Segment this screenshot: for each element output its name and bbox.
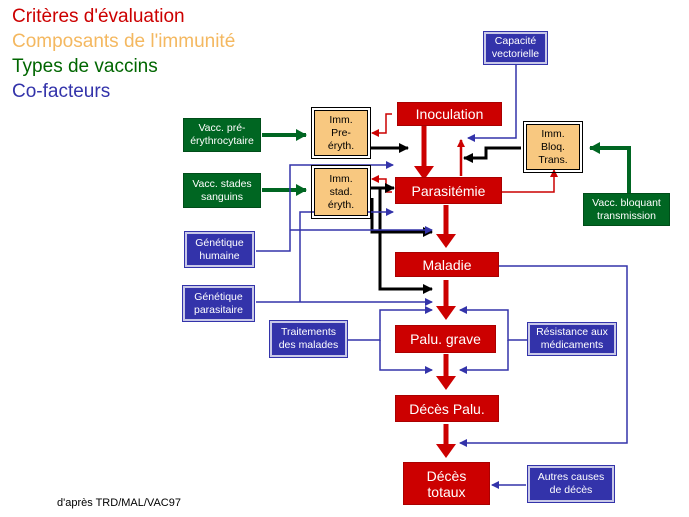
vacc-stades-sanguins-label: Vacc. stades sanguins xyxy=(192,177,252,203)
legend-composants: Composants de l'immunité xyxy=(12,31,236,52)
main-flow-arrows xyxy=(414,126,465,458)
immunity-effect-lines xyxy=(370,143,521,294)
vacc-pre-erythrocytaire-box: Vacc. pré- érythrocytaire xyxy=(183,118,261,152)
traitements-malades-label: Traitements des malades xyxy=(278,326,339,351)
traitements-malades-box: Traitements des malades xyxy=(269,320,348,358)
resistance-medicaments-box: Résistance aux médicaments xyxy=(527,322,617,356)
deces-totaux-box: Décès totaux xyxy=(403,462,490,505)
legend-vaccins: Types de vaccins xyxy=(12,56,158,77)
source-credit: d'après TRD/MAL/VAC97 xyxy=(57,497,181,509)
maladie-label: Maladie xyxy=(422,256,472,273)
legend-cofacteurs: Co-facteurs xyxy=(12,81,111,102)
deces-totaux-label: Décès totaux xyxy=(426,467,467,500)
genetique-humaine-box: Génétique humaine xyxy=(184,231,255,268)
deces-palu-box: Décès Palu. xyxy=(395,395,499,422)
vacc-bloquant-transmission-label: Vacc. bloquant transmission xyxy=(592,196,661,222)
imm-bloq-trans-box: Imm. Bloq. Trans. xyxy=(523,121,583,173)
genetique-parasitaire-label: Génétique parasitaire xyxy=(193,290,244,316)
palu-grave-box: Palu. grave xyxy=(395,325,496,353)
autres-causes-label: Autres causes de décès xyxy=(537,471,605,496)
deces-palu-label: Décès Palu. xyxy=(409,400,485,417)
palu-grave-label: Palu. grave xyxy=(410,331,481,347)
imm-bloq-trans-label: Imm. Bloq. Trans. xyxy=(538,127,568,166)
parasitemie-box: Parasitémie xyxy=(395,177,502,204)
maladie-box: Maladie xyxy=(395,252,499,277)
legend-criteres: Critères d'évaluation xyxy=(12,6,185,27)
capacite-vectorielle-box: Capacité vectorielle xyxy=(483,31,548,65)
genetique-parasitaire-box: Génétique parasitaire xyxy=(182,285,255,322)
imm-pre-eryth-label: Imm. Pre- éryth. xyxy=(327,113,355,152)
vacc-stades-sanguins-box: Vacc. stades sanguins xyxy=(183,173,261,208)
imm-stad-eryth-label: Imm. stad. éryth. xyxy=(327,172,355,211)
parasitemie-label: Parasitémie xyxy=(411,182,486,199)
autres-causes-box: Autres causes de décès xyxy=(527,465,615,503)
inoculation-label: Inoculation xyxy=(415,106,484,122)
resistance-medicaments-label: Résistance aux médicaments xyxy=(536,326,608,351)
imm-stad-eryth-box: Imm. stad. éryth. xyxy=(311,165,371,219)
inoculation-box: Inoculation xyxy=(397,102,502,126)
capacite-vectorielle-label: Capacité vectorielle xyxy=(491,35,540,60)
vacc-pre-erythrocytaire-label: Vacc. pré- érythrocytaire xyxy=(190,122,254,147)
genetique-humaine-label: Génétique humaine xyxy=(195,236,244,262)
imm-pre-eryth-box: Imm. Pre- éryth. xyxy=(311,107,371,159)
vaccine-arrows xyxy=(262,129,631,196)
vacc-bloquant-transmission-box: Vacc. bloquant transmission xyxy=(583,193,670,226)
